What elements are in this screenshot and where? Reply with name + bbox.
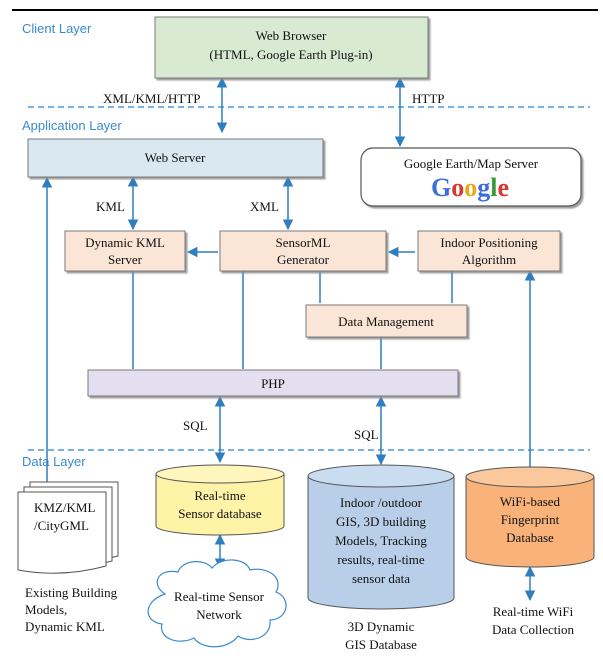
xml-kml-http-label: XML/KML/HTTP [103,91,201,106]
google-logo: Google [431,173,509,202]
existing-models-caption-line1: Existing Building [25,585,118,600]
sensor-database-cylinder: Real-time Sensor database [155,464,285,536]
kmz-line2: /CityGML [34,518,89,533]
gis-database-caption-line2: GIS Database [345,637,417,652]
wifi-db-line3: Database [506,530,554,545]
gis-database-caption-line1: 3D Dynamic [348,619,415,634]
gis-db-line3: Models, Tracking [335,533,427,548]
xml-label: XML [250,199,279,214]
web-browser-title: Web Browser [256,28,327,43]
kml-label: KML [96,199,125,214]
sensorml-line1: SensorML [276,235,331,250]
client-layer-label: Client Layer [22,21,92,36]
web-server-label: Web Server [145,150,206,165]
gis-db-line1: Indoor /outdoor [340,495,423,510]
sql-left-label: SQL [183,418,208,433]
wifi-db-line2: Fingerprint [501,512,560,527]
indoor-positioning-line2: Algorithm [462,252,516,267]
gis-database-cylinder: Indoor /outdoor GIS, 3D building Models,… [307,464,455,610]
kmz-line1: KMZ/KML [34,500,95,515]
gis-db-line2: GIS, 3D building [336,514,426,529]
http-label: HTTP [412,91,445,106]
php-label: PHP [261,376,285,391]
sensor-network-cloud: Real-time Sensor Network [147,559,287,648]
wifi-database-cylinder: WiFi-based Fingerprint Database [465,466,595,568]
gis-db-line4: results, real-time [337,552,425,567]
web-browser-subtitle: (HTML, Google Earth Plug-in) [209,47,372,62]
php-box: PHP [87,369,459,397]
dynamic-kml-server-box: Dynamic KML Server [64,230,186,272]
indoor-positioning-line1: Indoor Positioning [440,235,538,250]
sensorml-generator-box: SensorML Generator [219,230,387,272]
sensor-network-line1: Real-time Sensor [174,589,265,604]
existing-models-caption-line3: Dynamic KML [25,619,105,634]
wifi-collection-caption-line2: Data Collection [492,622,574,637]
data-management-label: Data Management [338,314,434,329]
sensor-db-line1: Real-time [194,488,245,503]
kmz-documents: KMZ/KML /CityGML [17,481,119,574]
existing-models-caption-line2: Models, [25,602,67,617]
web-server-box: Web Server [27,138,324,178]
web-browser-box: Web Browser (HTML, Google Earth Plug-in) [154,16,429,79]
sensor-db-line2: Sensor database [178,506,262,521]
google-server-box: Google Earth/Map Server Google [360,147,582,207]
wifi-db-line1: WiFi-based [500,494,561,509]
gis-db-line5: sensor data [352,571,410,586]
connectors [41,76,536,602]
data-management-box: Data Management [305,304,468,338]
sql-right-label: SQL [354,427,379,442]
wifi-collection-caption-line1: Real-time WiFi [493,604,574,619]
sensorml-line2: Generator [277,252,330,267]
application-layer-label: Application Layer [22,118,122,133]
dynamic-kml-line2: Server [108,252,143,267]
dynamic-kml-line1: Dynamic KML [85,235,165,250]
sensor-network-line2: Network [196,607,242,622]
indoor-positioning-box: Indoor Positioning Algorithm [417,230,561,272]
google-server-label: Google Earth/Map Server [404,156,539,171]
data-layer-label: Data Layer [22,454,86,469]
